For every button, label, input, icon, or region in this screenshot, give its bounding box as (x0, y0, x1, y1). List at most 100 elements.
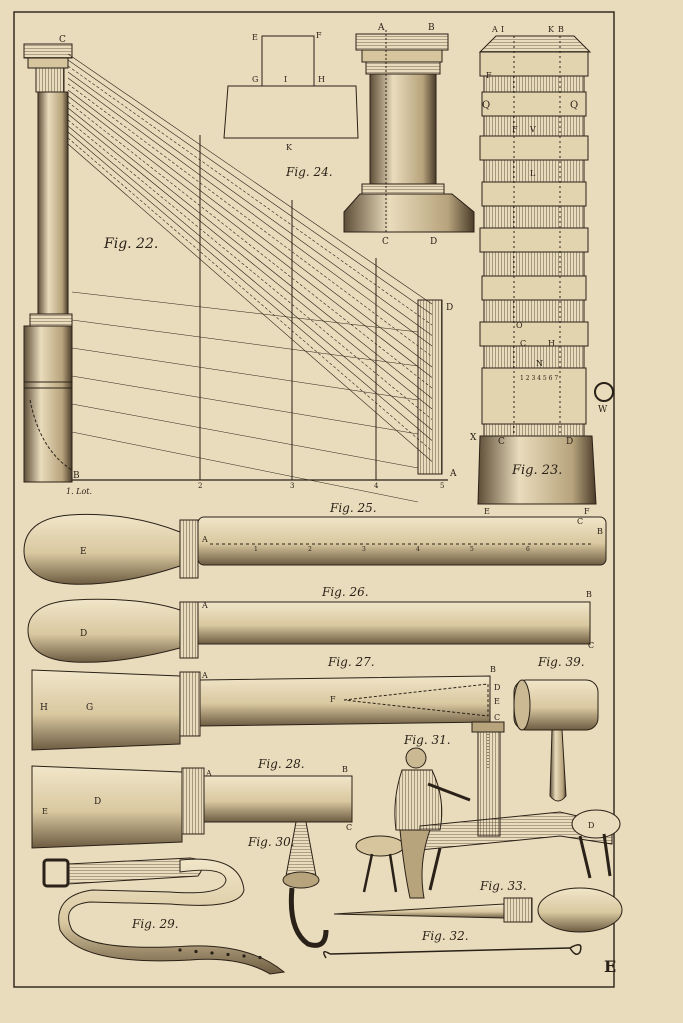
fig27-label-h: H (40, 703, 48, 713)
fig22-string (67, 77, 433, 347)
fig23-label-x: X (470, 433, 477, 443)
fig22-caption: Fig. 22. (103, 236, 158, 252)
fig24-label-h: H (318, 75, 325, 84)
fig25-scale-2: 2 (308, 546, 312, 553)
fig26-label-c: C (588, 641, 594, 650)
fig26-caption: Fig. 26. (321, 585, 369, 599)
fig25-caption: Fig. 25. (329, 501, 377, 515)
fig28-tube (31, 765, 353, 849)
fig24-column (343, 30, 475, 234)
fig29-strap-hole (194, 949, 198, 954)
fig23-ring (481, 181, 587, 207)
fig23-label-d: D (566, 437, 573, 447)
fig28-caption: Fig. 28. (257, 757, 305, 771)
fig23-ring (481, 367, 587, 425)
fig23-label-c: C (498, 437, 505, 447)
fig25-graduated-mandrel (23, 513, 607, 585)
fig31-turner-at-lathe (355, 721, 621, 899)
fig22-string (71, 375, 419, 435)
fig31-caption: Fig. 31. (403, 733, 451, 747)
signature-letter: E (604, 957, 616, 976)
fig22-string (67, 59, 433, 315)
fig26-label-a: A (201, 601, 208, 610)
fig22-string (67, 65, 433, 326)
fig28-label-b: B (342, 765, 348, 774)
fig29-strap-hole (226, 952, 230, 957)
fig25-label-c: C (577, 517, 583, 526)
fig22-base-2: 2 (198, 482, 202, 490)
fig29-strap (42, 857, 286, 975)
fig23-caption: Fig. 23. (511, 463, 562, 478)
fig32-caption: Fig. 32. (421, 929, 469, 943)
fig23-ring (481, 275, 587, 301)
fig22-string (67, 95, 433, 378)
fig23-scale-digits: 1 2 3 4 5 6 7 (520, 375, 558, 382)
fig28-label-e: E (42, 807, 48, 816)
fig23-label-h: H (548, 339, 555, 348)
fig27-label-f: F (330, 695, 336, 704)
fig23-ring (479, 227, 589, 253)
fig24-label-f: F (316, 31, 322, 40)
fig25-scale-6: 6 (526, 546, 530, 553)
fig22-string (67, 137, 433, 452)
fig23-label-f: F (512, 125, 518, 134)
fig23-label-o: O (516, 321, 523, 330)
fig22-string (67, 83, 433, 357)
fig22-string-frame (23, 43, 448, 483)
fig23-label-q-left: Q (482, 100, 490, 111)
fig23-label-b: B (558, 25, 564, 34)
fig30-caption: Fig. 30. (247, 835, 295, 849)
fig28-label-c: C (346, 823, 352, 832)
fig23-label-l: L (530, 169, 536, 178)
fig22-label-c: C (59, 35, 66, 45)
fig23-ring (481, 91, 587, 117)
fig24-label-d: D (430, 237, 437, 247)
fig23-label-c-mid: C (520, 339, 526, 348)
fig27-label-d: D (494, 683, 500, 692)
fig27-label-g: G (86, 703, 93, 713)
fig23-rings (479, 51, 589, 425)
fig26-label-d: D (80, 629, 87, 639)
fig31-label-d: D (588, 821, 594, 830)
fig25-scale: 1 2 3 4 5 6 (254, 546, 530, 553)
fig23-ring (479, 321, 589, 347)
fig25-scale-5: 5 (470, 546, 474, 553)
fig24-label-g: G (252, 75, 258, 84)
fig22-string (67, 71, 433, 336)
fig26-mandrel (27, 598, 591, 663)
fig23-label-a: A (491, 25, 498, 34)
fig22-string (71, 347, 419, 401)
fig23-ring (479, 51, 589, 77)
fig22-string (67, 143, 433, 462)
plate-border (13, 11, 615, 988)
fig25-scale-4: 4 (416, 546, 420, 553)
fig27-label-e: E (494, 697, 500, 706)
fig27-label-c: C (494, 713, 500, 722)
fig33-caption: Fig. 33. (479, 879, 527, 893)
fig23-label-k: K (548, 25, 555, 34)
fig22-string (67, 131, 433, 441)
fig24-block-diagram (223, 35, 359, 139)
fig22-strings (67, 53, 433, 503)
fig28-label-a: A (205, 769, 212, 778)
fig32-wire (323, 944, 582, 959)
fig22-label-d: D (446, 303, 453, 313)
fig39-mallet (513, 679, 599, 802)
fig22-string (67, 107, 433, 399)
fig23-label-e: E (484, 507, 490, 516)
fig22-string (67, 101, 433, 389)
fig23-ring (479, 135, 589, 161)
fig22-string (71, 431, 419, 503)
fig22-label-b: B (73, 471, 80, 481)
fig24-caption: Fig. 24. (285, 165, 333, 179)
fig24-label-c: C (382, 237, 389, 247)
fig24-label-i: I (284, 75, 287, 84)
fig23-label-n: N (536, 359, 543, 368)
fig22-base-3: 3 (290, 482, 294, 490)
fig24-label-b: B (428, 23, 435, 33)
fig29-strap-hole (210, 951, 214, 955)
fig28-label-d: D (94, 797, 101, 807)
fig27-label-b: B (490, 665, 496, 674)
fig22-string (67, 53, 433, 305)
